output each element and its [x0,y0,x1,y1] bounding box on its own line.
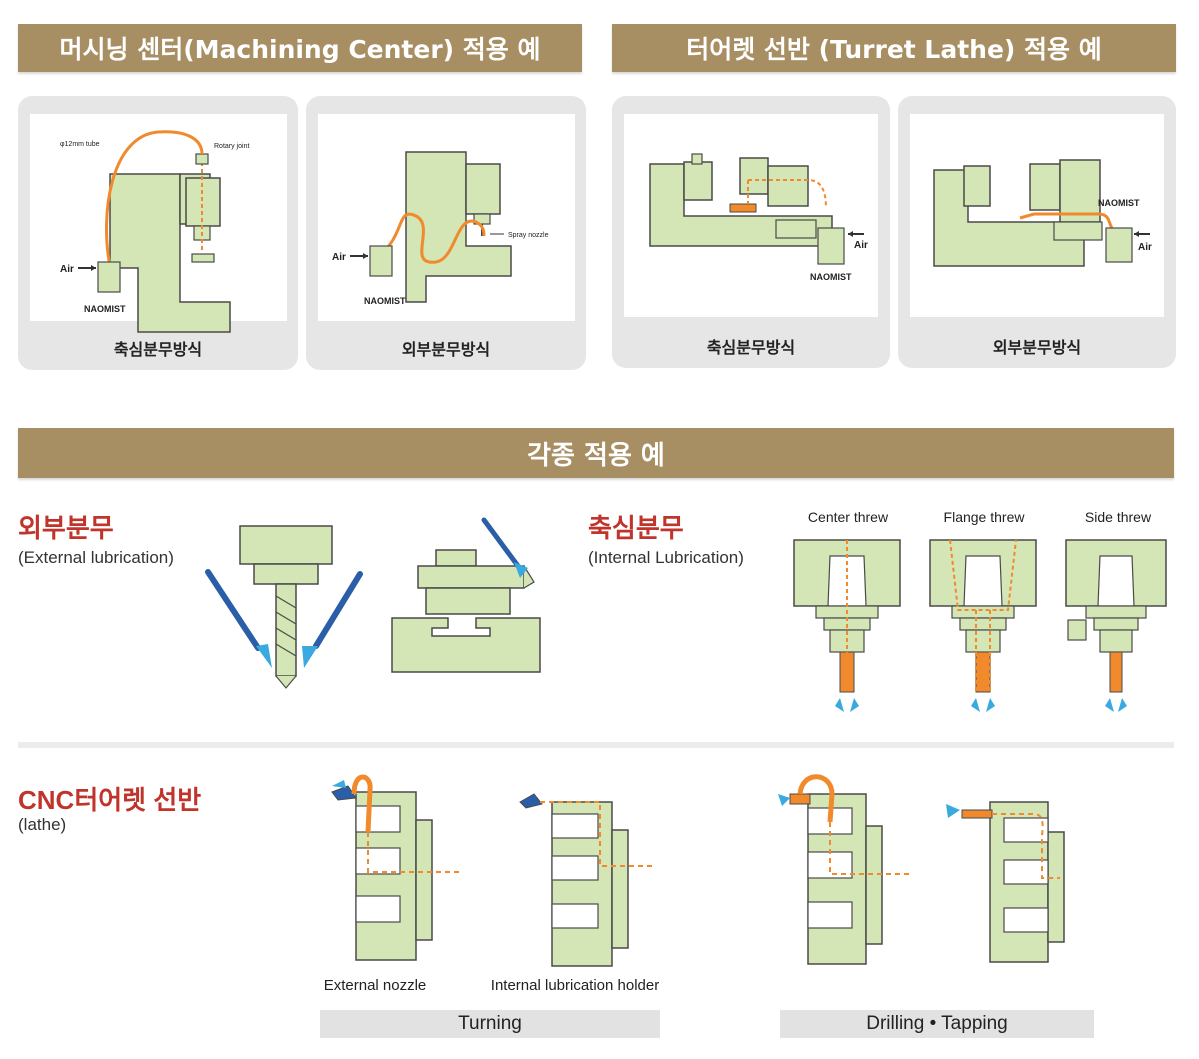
section-divider [18,742,1174,748]
various-examples-banner: 각종 적용 예 [18,428,1174,478]
flange-threw-label: Flange threw [926,509,1042,525]
tl-external-air-label: Air [1138,242,1152,253]
internal-holder-turret-diagram [516,780,666,970]
tl-internal-caption: 축심분무방식 [612,334,890,358]
machining-center-banner: 머시닝 센터(Machining Center) 적용 예 [18,24,582,72]
mc-internal-joint-label: Rotary joint [214,143,249,150]
mc-external-nozzle-label: Spray nozzle [508,232,549,239]
tl-external-panel: Air NAOMIST 외부분무방식 [898,96,1176,368]
drilling-tapping-bar: Drilling • Tapping [780,1010,1094,1038]
mc-external-air-label: Air [332,252,346,263]
turning-bar: Turning [320,1010,660,1038]
internal-holder-label: Internal lubrication holder [480,977,670,994]
mc-internal-diagram: Air NAOMIST φ12mm tube Rotary joint [18,96,298,336]
side-threw-diagram [1062,536,1192,716]
machining-center-title: 머시닝 센터(Machining Center) 적용 예 [60,30,541,66]
external-workpiece-diagram [388,512,548,682]
internal-lubrication-subtitle: (Internal Lubrication) [588,548,744,568]
tl-internal-brand-label: NAOMIST [810,272,852,282]
external-lubrication-title: 외부분무 [18,508,114,545]
tapping-turret-diagram [938,790,1088,970]
external-nozzle-label: External nozzle [300,977,450,994]
tl-internal-diagram: Air NAOMIST [612,96,890,336]
flange-threw-diagram [926,536,1056,716]
center-threw-label: Center threw [790,509,906,525]
mc-external-brand-label: NAOMIST [364,296,406,306]
mc-external-caption: 외부분무방식 [306,336,586,360]
cnc-lathe-subtitle: (lathe) [18,815,66,835]
tl-external-diagram: Air NAOMIST [898,96,1176,336]
external-drill-diagram [200,500,400,690]
turret-lathe-title: 터어렛 선반 (Turret Lathe) 적용 예 [686,30,1102,66]
turret-lathe-banner: 터어렛 선반 (Turret Lathe) 적용 예 [612,24,1176,72]
mc-internal-tube-label: φ12mm tube [60,141,100,148]
various-examples-title: 각종 적용 예 [527,435,665,472]
center-threw-diagram [790,536,920,716]
internal-lubrication-title: 축심분무 [588,508,684,545]
mc-external-panel: Air NAOMIST Spray nozzle 외부분무방식 [306,96,586,370]
mc-internal-air-label: Air [60,264,74,275]
tl-external-brand-label: NAOMIST [1098,198,1140,208]
cnc-lathe-title: CNC터어렛 선반 [18,780,201,817]
external-lubrication-subtitle: (External lubrication) [18,548,174,568]
drilling-turret-diagram [776,768,926,968]
mc-external-diagram: Air NAOMIST Spray nozzle [306,96,586,336]
external-nozzle-turret-diagram [326,766,476,966]
tl-external-caption: 외부분무방식 [898,334,1176,358]
tl-internal-panel: Air NAOMIST 축심분무방식 [612,96,890,368]
mc-internal-brand-label: NAOMIST [84,304,126,314]
mc-internal-caption: 축심분무방식 [18,336,298,360]
side-threw-label: Side threw [1060,509,1176,525]
mc-internal-panel: Air NAOMIST φ12mm tube Rotary joint 축심분무… [18,96,298,370]
tl-internal-air-label: Air [854,240,868,251]
